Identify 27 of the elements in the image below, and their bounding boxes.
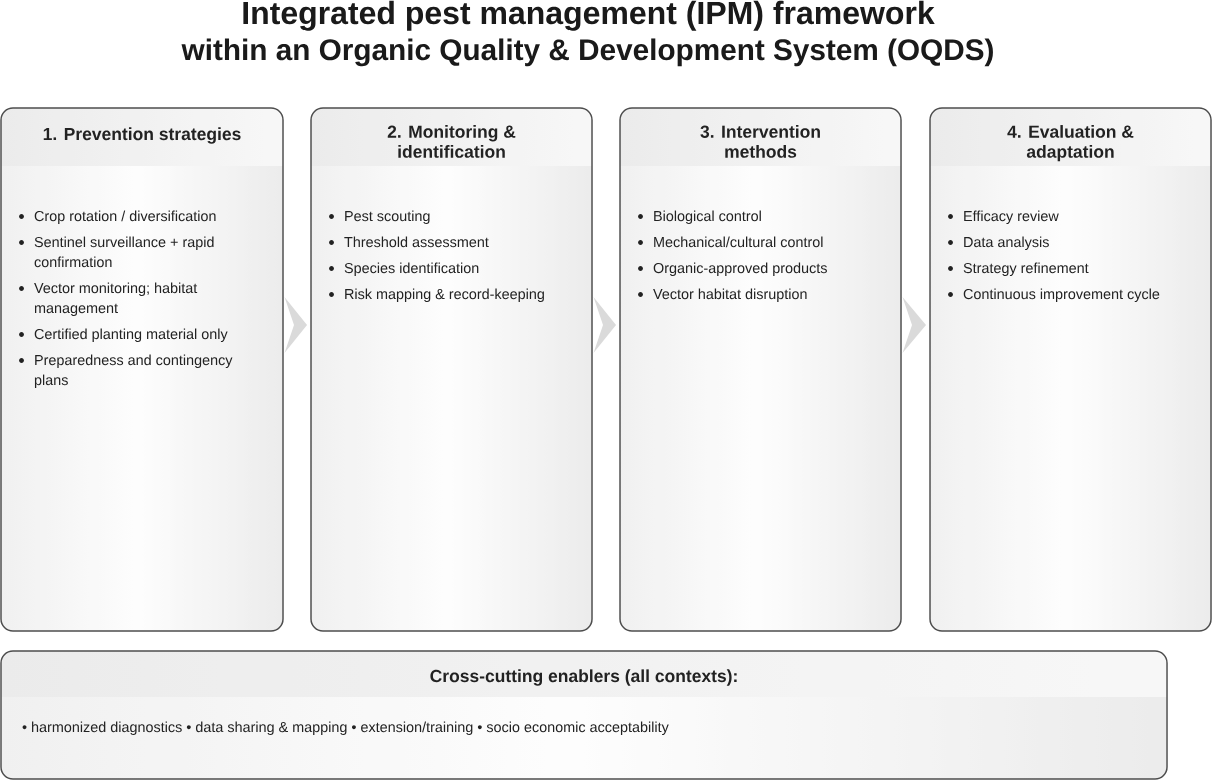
list-item: Organic-approved products [653, 262, 827, 276]
card-heading: 4. Evaluation & adaptation [1007, 125, 1134, 162]
list-item: Continuous improvement cycle [963, 288, 1160, 302]
list-item: Efficacy review [964, 210, 1059, 224]
list-item: Crop rotation / diversification [34, 210, 216, 224]
list-item: Biological control [654, 210, 761, 224]
chevron-arrow [593, 297, 616, 353]
chevron-arrow [902, 297, 926, 353]
list-item: Mechanical/cultural control [654, 236, 823, 248]
list-item: Data analysis [964, 236, 1049, 250]
card-heading: Cross-cutting enablers (all contexts): [430, 669, 737, 686]
card-heading: 3. Intervention methods [700, 125, 820, 158]
list-item: Preparedness and contingency plans [34, 354, 233, 388]
chevron-arrow [284, 297, 307, 353]
list-item: Pest scouting [345, 210, 430, 224]
list-item: Vector habitat disruption [653, 288, 807, 302]
list-item: Species identification [344, 262, 479, 276]
list-item: Threshold assessment [344, 236, 489, 248]
list-item: Vector monitoring; habitat management [34, 282, 198, 316]
list-item: Certified planting material only [34, 328, 228, 342]
card-heading: 2. Monitoring & identification [387, 125, 516, 158]
list-item: Risk mapping & record-keeping [345, 288, 544, 302]
list-item: Strategy refinement [963, 262, 1089, 276]
list-item: Sentinel surveillance + rapid confirmation [34, 236, 214, 268]
card-heading: 1. Prevention strategies [43, 127, 241, 144]
enablers-text: • harmonized diagnostics • data sharing & mapping • extension/training • socio economic acceptability [22, 721, 669, 735]
title: Integrated pest management (IPM) framework within an Organic Quality & Development System (OQDS) [181, 0, 993, 67]
